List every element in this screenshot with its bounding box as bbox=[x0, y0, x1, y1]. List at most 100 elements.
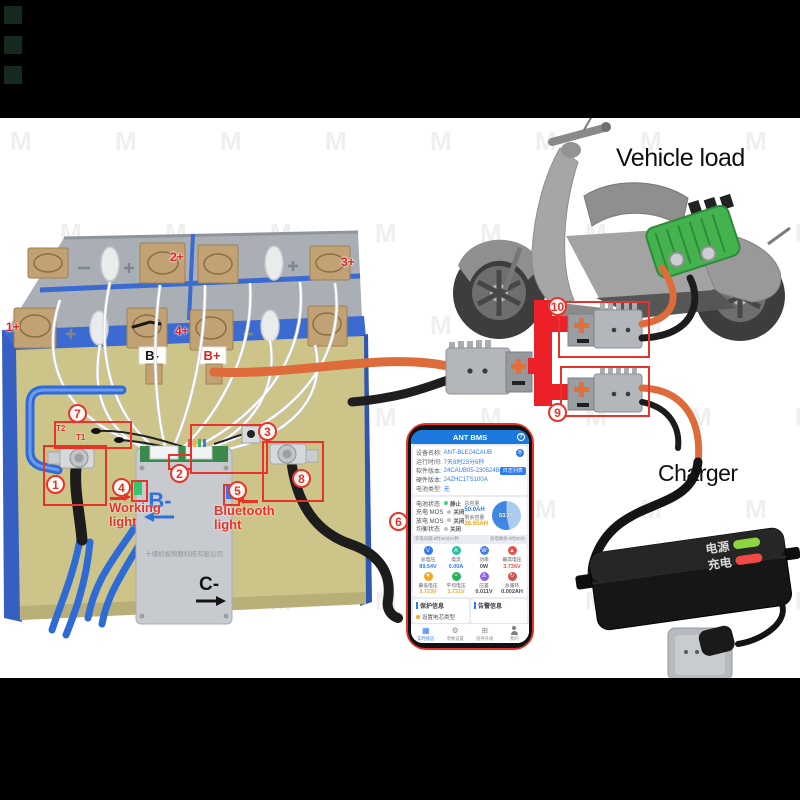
tab-realtime-status[interactable]: ▦ 实时状态 bbox=[417, 626, 435, 641]
bluetooth-badge-icon[interactable]: B bbox=[516, 448, 524, 457]
status-row: 均衡状态 关闭 bbox=[416, 526, 462, 534]
status-row: 电池状态 静止 bbox=[416, 501, 462, 508]
t1-label: T1 bbox=[76, 433, 86, 442]
protect-item[interactable]: 设置电芯类型 bbox=[416, 613, 466, 621]
status-dot bbox=[447, 509, 452, 514]
working-light-pointer bbox=[110, 497, 124, 500]
stat-tile: A 电流 0.00A bbox=[448, 546, 464, 570]
stat-tile: W 功率 0W bbox=[479, 546, 489, 570]
callout-4: 4 bbox=[112, 478, 131, 497]
callout-10: 10 bbox=[548, 297, 567, 316]
avg-voltage-icon: ≈ bbox=[451, 571, 461, 581]
corner-square bbox=[4, 66, 22, 84]
help-icon[interactable]: ? bbox=[517, 432, 525, 441]
stat-tile: V 总电压 89.54V bbox=[419, 546, 437, 570]
stat-tile: ≈ 平均电压 3.731V bbox=[446, 571, 466, 595]
tab-profile[interactable]: 我的 bbox=[500, 626, 530, 642]
annotation-box-8 bbox=[262, 441, 324, 502]
terminal8-cable bbox=[287, 461, 403, 623]
tab-firmware-upgrade[interactable]: ⊞ 固件升级 bbox=[476, 626, 494, 641]
voltage-icon: V bbox=[423, 546, 433, 555]
corner-square bbox=[4, 6, 22, 24]
info-row: 电池类型: 无 bbox=[416, 487, 450, 493]
status-row: 放电 MOS 关闭 bbox=[416, 518, 465, 525]
controller-board bbox=[645, 193, 741, 279]
annotation-box-3 bbox=[190, 424, 268, 474]
charger-connector bbox=[567, 367, 643, 413]
cell-4-label: 4+ bbox=[175, 324, 189, 338]
vehicle-load-label: Vehicle load bbox=[616, 144, 745, 172]
cell-3-label: 3+ bbox=[341, 255, 355, 269]
app-screen: ANT BMS ? 设备名称: ANT-BLE24CAUB B 运行时间: 7天… bbox=[411, 430, 529, 643]
charge-timer: 充电间隔:0时00分57秒 bbox=[415, 536, 460, 541]
discharge-timer: 放电剩余:0时00分 bbox=[490, 536, 525, 541]
status-dot bbox=[447, 518, 452, 523]
max-voltage-icon: ▲ bbox=[507, 546, 517, 555]
annotation-box-1 bbox=[43, 445, 107, 506]
main-power-wires bbox=[209, 357, 453, 407]
callout-9: 9 bbox=[548, 403, 567, 422]
min-voltage-icon: ▼ bbox=[423, 571, 433, 581]
working-light-led bbox=[134, 482, 142, 495]
red-junction-bracket bbox=[528, 300, 570, 406]
callout-3: 3 bbox=[258, 422, 277, 441]
charger-positive-wire bbox=[638, 384, 703, 468]
t2-label: T2 bbox=[56, 424, 66, 433]
bluetooth-light-label: Bluetooth light bbox=[214, 503, 275, 532]
upgrade-icon: ⊞ bbox=[481, 626, 489, 636]
working-light-label: Working light bbox=[109, 500, 161, 529]
annotation-box-working-led bbox=[131, 480, 148, 502]
info-row: 软件版本: 24CAUB05-230524B 日志列表 bbox=[416, 466, 526, 475]
remaining-capacity: 26.65AH bbox=[464, 521, 489, 527]
status-dot bbox=[444, 501, 449, 506]
corner-square bbox=[4, 36, 22, 54]
stat-tile: ▲ 最高电压 3.736V bbox=[502, 546, 522, 570]
callout-1: 1 bbox=[46, 475, 65, 494]
info-row: 运行时间: 7天8时23分6秒 bbox=[416, 460, 485, 466]
total-capacity: 50.0AH bbox=[464, 507, 485, 513]
bottom-nav: ▦ 实时状态 ⚙ 参数设置 ⊞ 固件升级 我的 bbox=[411, 623, 529, 643]
annotation-box-10 bbox=[558, 301, 650, 358]
stats-grid: V 总电压 89.54V A 电流 0.00A W 功率 0W bbox=[413, 544, 527, 597]
stat-tile: ▼ 最低电压 3.723V bbox=[418, 571, 438, 595]
app-title-bar: ANT BMS ? bbox=[411, 430, 529, 444]
soc-donut-chart: 53.3% bbox=[492, 501, 522, 530]
callout-8: 8 bbox=[292, 469, 311, 488]
log-list-button[interactable]: 日志列表 bbox=[499, 466, 526, 475]
bms-company-text: 十堰蚂蚁物联科技有限公司 bbox=[145, 549, 223, 558]
charger-power-label: 电源 bbox=[704, 538, 730, 556]
annotation-box-7 bbox=[54, 421, 132, 449]
charger-graphic: 电源 充电 bbox=[575, 527, 800, 681]
warning-dot-icon bbox=[416, 615, 420, 619]
phone-mockup: ANT BMS ? 设备名称: ANT-BLE24CAUB B 运行时间: 7天… bbox=[406, 423, 534, 650]
section-bar-icon bbox=[416, 602, 418, 609]
terminal1-cable bbox=[70, 462, 88, 546]
main-connector bbox=[445, 340, 533, 395]
cycles-icon: ↻ bbox=[507, 571, 517, 581]
annotation-box-9 bbox=[560, 366, 650, 417]
tab-parameter-settings[interactable]: ⚙ 参数设置 bbox=[446, 626, 464, 641]
callout-2: 2 bbox=[170, 464, 189, 483]
stat-tile: ↻ 总循环 0.002AH bbox=[501, 571, 523, 595]
bluetooth-light-arrow-icon bbox=[237, 496, 244, 504]
info-row: 硬件版本: 24ZHC1TS100A bbox=[416, 476, 488, 485]
gear-icon: ⚙ bbox=[451, 626, 459, 636]
cell-1-label: 1+ bbox=[6, 320, 20, 334]
stat-tile: Δ 压差 0.011V bbox=[475, 571, 493, 595]
terminal-lugs bbox=[47, 443, 319, 469]
vehicle-negative-wire bbox=[638, 274, 699, 342]
current-icon: A bbox=[451, 546, 461, 555]
alarm-info-section: 告警信息 bbox=[471, 599, 527, 623]
charger-charge-label: 充电 bbox=[707, 554, 733, 572]
callout-7: 7 bbox=[68, 404, 87, 423]
app-title: ANT BMS bbox=[452, 432, 488, 442]
charger-label: Charger bbox=[658, 460, 738, 486]
status-row: 充电 MOS 关闭 bbox=[416, 509, 465, 517]
cell-2-label: 2+ bbox=[170, 250, 184, 264]
vehicle-connector bbox=[567, 303, 643, 349]
power-icon: W bbox=[479, 546, 489, 555]
bottom-letterbox bbox=[0, 678, 800, 800]
vehicle-positive-wire bbox=[638, 264, 677, 328]
